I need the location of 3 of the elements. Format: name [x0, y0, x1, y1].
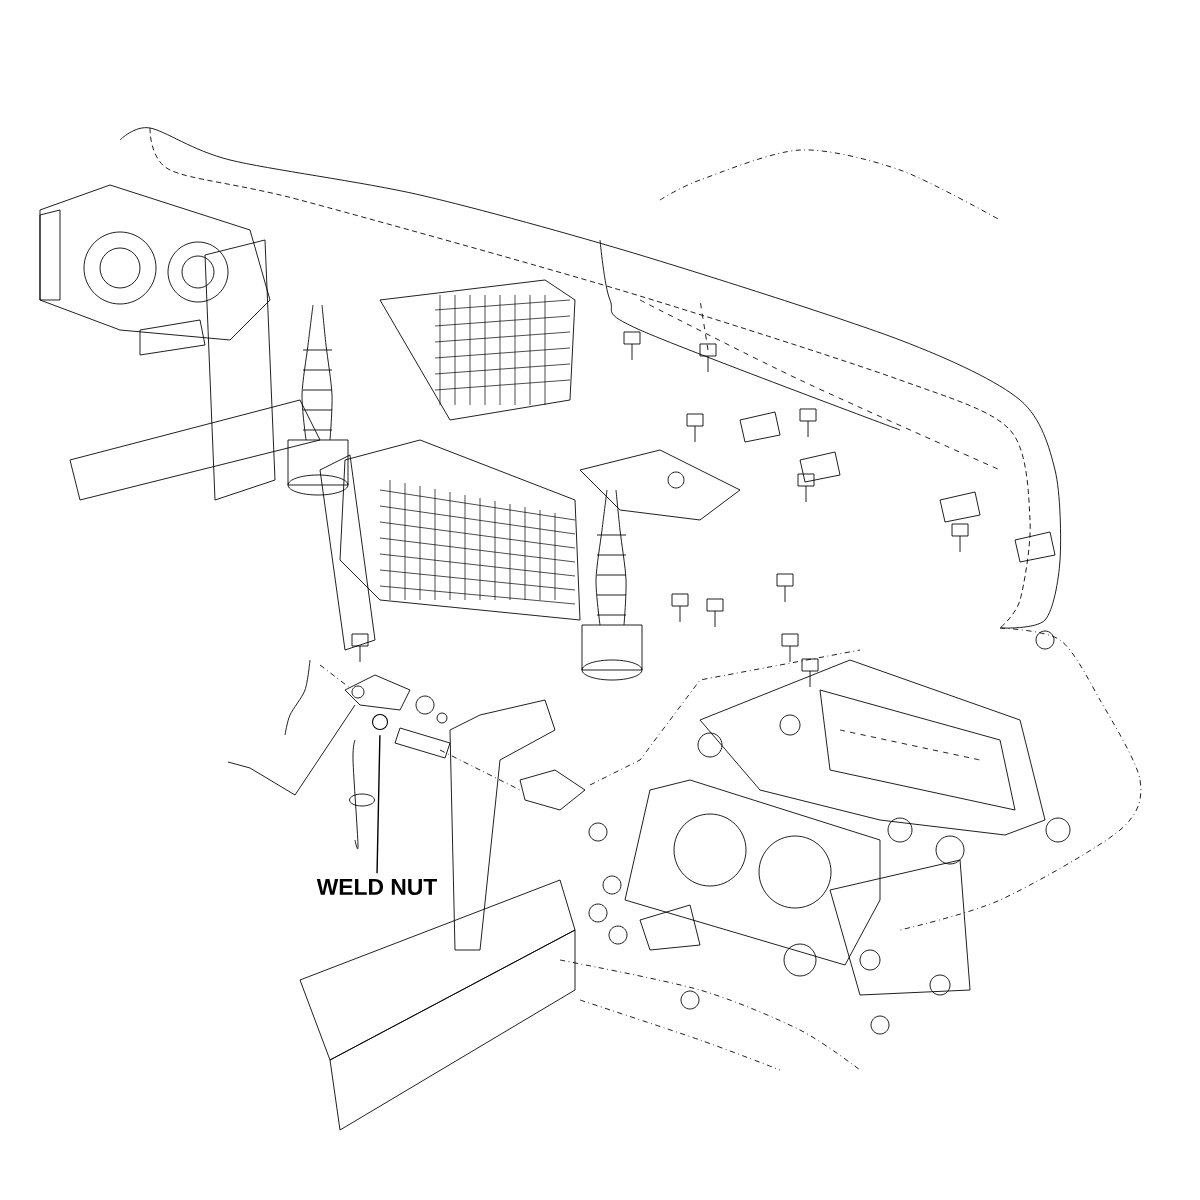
leader-line — [376, 734, 381, 875]
part-label: WELD NUT — [316, 879, 437, 895]
weld-nut — [372, 713, 389, 731]
